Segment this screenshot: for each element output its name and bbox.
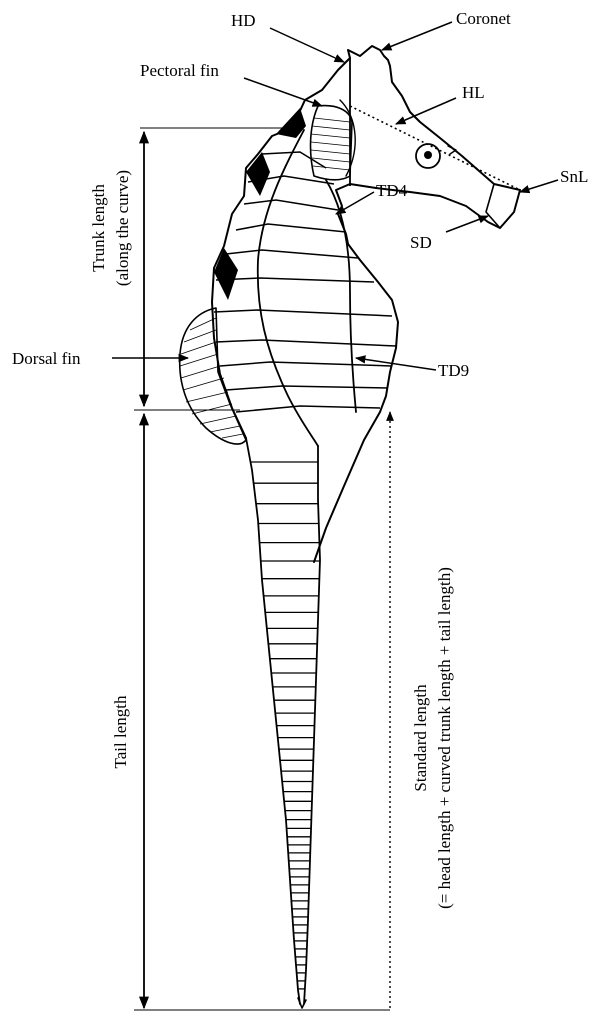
trunk-rings (214, 152, 396, 412)
label-dorsal-fin: Dorsal fin (12, 349, 81, 368)
label-trunk-length-line1: Trunk length (89, 184, 108, 272)
label-coronet: Coronet (456, 9, 511, 28)
dorsal-fin-rays (180, 318, 243, 438)
label-trunk-length-line2: (along the curve) (113, 170, 132, 286)
pectoral-fin-pointer (244, 78, 322, 106)
label-tail-length: Tail length (111, 695, 130, 768)
label-td4: TD4 (376, 181, 408, 200)
coronet-pointer (382, 22, 452, 50)
label-hl: HL (462, 83, 485, 102)
pupil (424, 151, 432, 159)
snl-pointer (520, 180, 558, 192)
label-standard-length-line1: Standard length (411, 684, 430, 792)
ventral-ridge (326, 180, 356, 412)
seahorse-head (292, 46, 520, 244)
spine-markings (214, 108, 306, 300)
seahorse-illustration (180, 46, 520, 1008)
sd-pointer (446, 216, 488, 232)
hd-pointer (270, 28, 344, 62)
label-snl: SnL (560, 167, 588, 186)
label-pectoral-fin: Pectoral fin (140, 61, 219, 80)
labels: HD Coronet Pectoral fin HL SnL TD4 SD Do… (12, 9, 588, 909)
label-td9: TD9 (438, 361, 469, 380)
label-standard-length-line2: (= head length + curved trunk length + t… (435, 567, 454, 909)
label-sd: SD (410, 233, 432, 252)
td9-pointer (356, 358, 436, 370)
tail-rings (251, 462, 321, 989)
head-length-line (350, 106, 520, 190)
label-hd: HD (231, 11, 256, 30)
